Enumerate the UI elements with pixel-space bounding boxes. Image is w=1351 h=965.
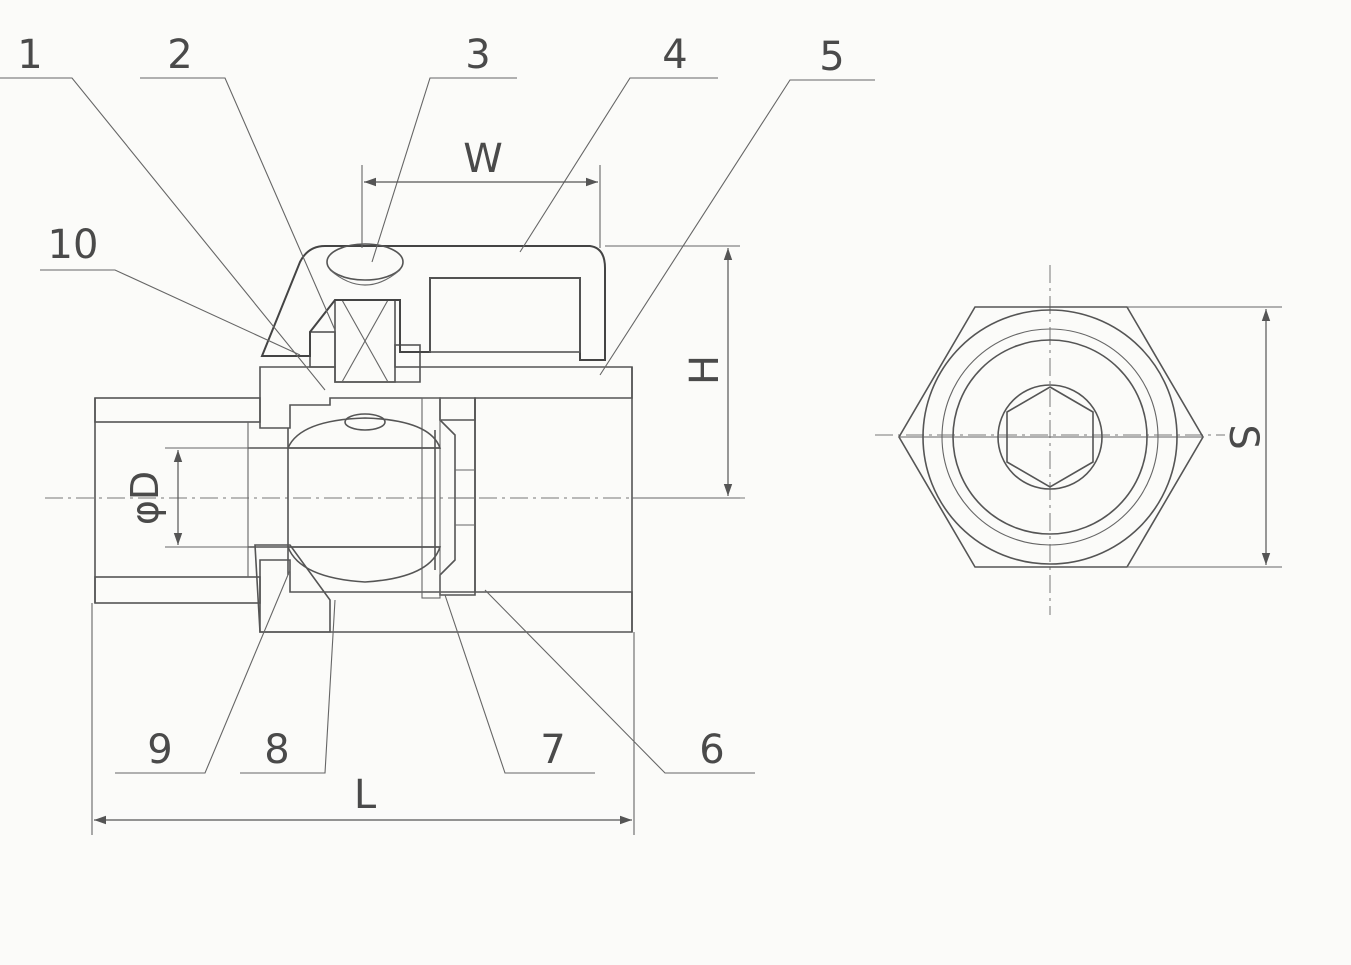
dimension-label-d: φD	[123, 471, 167, 525]
part-number-10: 10	[48, 222, 99, 268]
dimension-label-s: S	[1220, 424, 1266, 449]
dimension-d: φD	[123, 447, 250, 548]
left-spigot	[94, 397, 261, 604]
inner-hexagon	[1006, 386, 1094, 488]
leader-lines	[0, 77, 875, 774]
part-number-1: 1	[17, 32, 42, 78]
ball	[286, 413, 442, 583]
part-number-3: 3	[465, 32, 490, 78]
part-number-4: 4	[662, 32, 687, 78]
part-number-8: 8	[264, 727, 289, 773]
outer-circle	[922, 309, 1178, 565]
dimension-w: W	[361, 136, 601, 248]
part-number-2: 2	[167, 32, 192, 78]
valve-body	[248, 366, 633, 633]
dimension-label-h: H	[682, 355, 728, 385]
part-number-6: 6	[699, 727, 724, 773]
part-number-7: 7	[540, 727, 565, 773]
dimension-l: L	[91, 603, 635, 835]
part-number-5: 5	[819, 34, 844, 80]
inner-circle	[997, 384, 1103, 490]
side-section-view: 1 2 3 4 5 10 9 8 7 6 W H φD	[0, 32, 875, 835]
handle	[260, 243, 606, 361]
dimension-label-w: W	[463, 136, 503, 182]
dimension-label-l: L	[354, 772, 377, 818]
dimension-h: H	[605, 245, 740, 499]
part-number-9: 9	[147, 727, 172, 773]
end-view: S	[875, 265, 1282, 615]
